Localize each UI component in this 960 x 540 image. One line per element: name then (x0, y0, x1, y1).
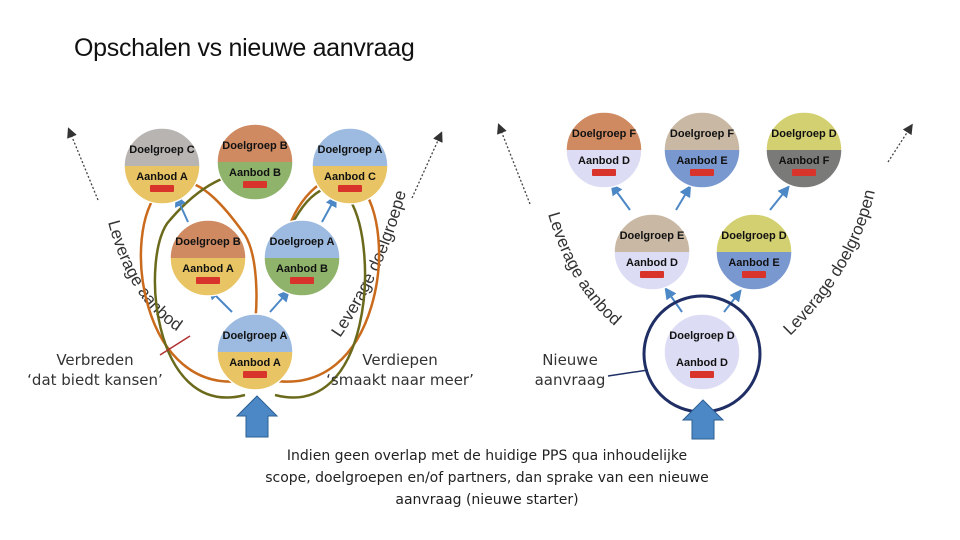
level-arrow-l4 (321, 194, 337, 223)
circle-outline (216, 313, 294, 391)
caption-verdiepen-line1: Verdiepen (362, 351, 438, 369)
lego-block-icon (338, 185, 362, 192)
outer-arrow-left-left (67, 127, 99, 201)
circle-doelgroep-label: Doelgroep D (721, 230, 786, 242)
caption-verbreden: Verbreden ‘dat biedt kansen’ (20, 350, 170, 390)
caption-nieuwe-line2: aanvraag (534, 371, 606, 389)
circle-aanbod-label: Aanbod A (182, 263, 234, 275)
lego-block-icon (690, 371, 714, 378)
lego-block-icon (640, 271, 664, 278)
olive-loop-right (274, 186, 367, 399)
circle-doelgroep-label: Doelgroep B (175, 236, 240, 248)
lego-block-icon (592, 169, 616, 176)
circle-doelgroep-label: Doelgroep D (669, 330, 734, 342)
caption-verdiepen-line2: ‘smaakt naar meer’ (326, 371, 474, 389)
circle-outline (663, 111, 741, 189)
circle-doelgroep-label: Doelgroep D (771, 128, 836, 140)
circle-aanbod-label: Aanbod B (229, 167, 281, 179)
circle-doelgroep-label: Doelgroep A (223, 330, 288, 342)
arc-label-right-doelgroepen: Leverage doelgroepen (779, 188, 878, 339)
caption-nieuwe: Nieuwe aanvraag (525, 350, 615, 390)
lego-block-icon (196, 277, 220, 284)
circle-l-base: Doelgroep A Aanbod A (216, 313, 294, 391)
lego-block-icon (792, 169, 816, 176)
outer-arrow-left-right (411, 131, 443, 199)
arc-label-left-aanbod: Leverage aanbod (104, 218, 186, 335)
arc-label-right-aanbod: Leverage aanbod (544, 210, 625, 329)
circle-aanbod-label: Aanbod A (136, 171, 188, 183)
circle-aanbod-label: Aanbod D (578, 155, 630, 167)
circle-outline (663, 313, 741, 391)
circle-outline (715, 213, 793, 291)
circle-aanbod-label: Aanbod B (276, 263, 328, 275)
circle-l-top-3: Doelgroep A Aanbod C (311, 127, 389, 205)
caption-verbreden-line1: Verbreden (56, 351, 134, 369)
circle-l-top-1: Doelgroep C Aanbod A (123, 127, 201, 205)
circle-r-base: Doelgroep D Aanbod D (663, 313, 741, 391)
pointer-nieuwe (607, 369, 649, 377)
outer-arrow-right-right (887, 123, 913, 163)
lego-block-icon (690, 169, 714, 176)
circle-doelgroep-label: Doelgroep F (670, 128, 734, 140)
circle-doelgroep-label: Doelgroep A (318, 144, 383, 156)
circle-aanbod-label: Aanbod A (229, 357, 281, 369)
circle-outline (765, 111, 843, 189)
circle-doelgroep-label: Doelgroep C (129, 144, 194, 156)
circle-outline (216, 123, 294, 201)
circle-doelgroep-label: Doelgroep B (222, 140, 287, 152)
caption-verdiepen: Verdiepen ‘smaakt naar meer’ (320, 350, 480, 390)
circle-l-mid-1: Doelgroep B Aanbod A (169, 219, 247, 297)
caption-nieuwe-line1: Nieuwe (542, 351, 598, 369)
lego-block-icon (742, 271, 766, 278)
outer-arrow-right-left (497, 123, 531, 205)
circle-aanbod-label: Aanbod C (324, 171, 376, 183)
level-arrow-r3 (610, 183, 631, 211)
circle-r-top-2: Doelgroep F Aanbod E (663, 111, 741, 189)
base-arrow-left (235, 395, 279, 438)
page-title: Opschalen vs nieuwe aanvraag (74, 34, 415, 62)
circle-doelgroep-label: Doelgroep A (270, 236, 335, 248)
circle-r-top-1: Doelgroep F Aanbod D (565, 111, 643, 189)
circle-r-top-3: Doelgroep D Aanbod F (765, 111, 843, 189)
circle-aanbod-label: Aanbod D (676, 357, 728, 369)
level-arrow-r5 (769, 185, 790, 211)
level-arrow-l2 (269, 289, 290, 313)
lego-block-icon (243, 181, 267, 188)
circle-doelgroep-label: Doelgroep F (572, 128, 636, 140)
level-arrow-r4 (675, 184, 692, 211)
circle-outline (169, 219, 247, 297)
footnote: Indien geen overlap met de huidige PPS q… (265, 448, 709, 508)
lego-block-icon (243, 371, 267, 378)
circle-r-mid-1: Doelgroep E Aanbod D (613, 213, 691, 291)
base-arrow-right (681, 399, 725, 440)
circle-outline (123, 127, 201, 205)
circle-doelgroep-label: Doelgroep E (620, 230, 685, 242)
circle-aanbod-label: Aanbod F (779, 155, 830, 167)
circle-r-mid-2: Doelgroep D Aanbod E (715, 213, 793, 291)
circle-outline (613, 213, 691, 291)
lego-block-icon (150, 185, 174, 192)
circle-aanbod-label: Aanbod D (626, 257, 678, 269)
circle-outline (311, 127, 389, 205)
lego-block-icon (290, 277, 314, 284)
circle-aanbod-label: Aanbod E (728, 257, 779, 269)
circle-aanbod-label: Aanbod E (676, 155, 727, 167)
circle-outline (263, 219, 341, 297)
circle-l-top-2: Doelgroep B Aanbod B (216, 123, 294, 201)
pointer-verbreden (159, 335, 191, 356)
circle-outline (565, 111, 643, 189)
caption-verbreden-line2: ‘dat biedt kansen’ (27, 371, 163, 389)
verdiepen-loop-outer (269, 175, 381, 383)
level-arrow-l3 (175, 194, 189, 223)
circle-l-mid-2: Doelgroep A Aanbod B (263, 219, 341, 297)
